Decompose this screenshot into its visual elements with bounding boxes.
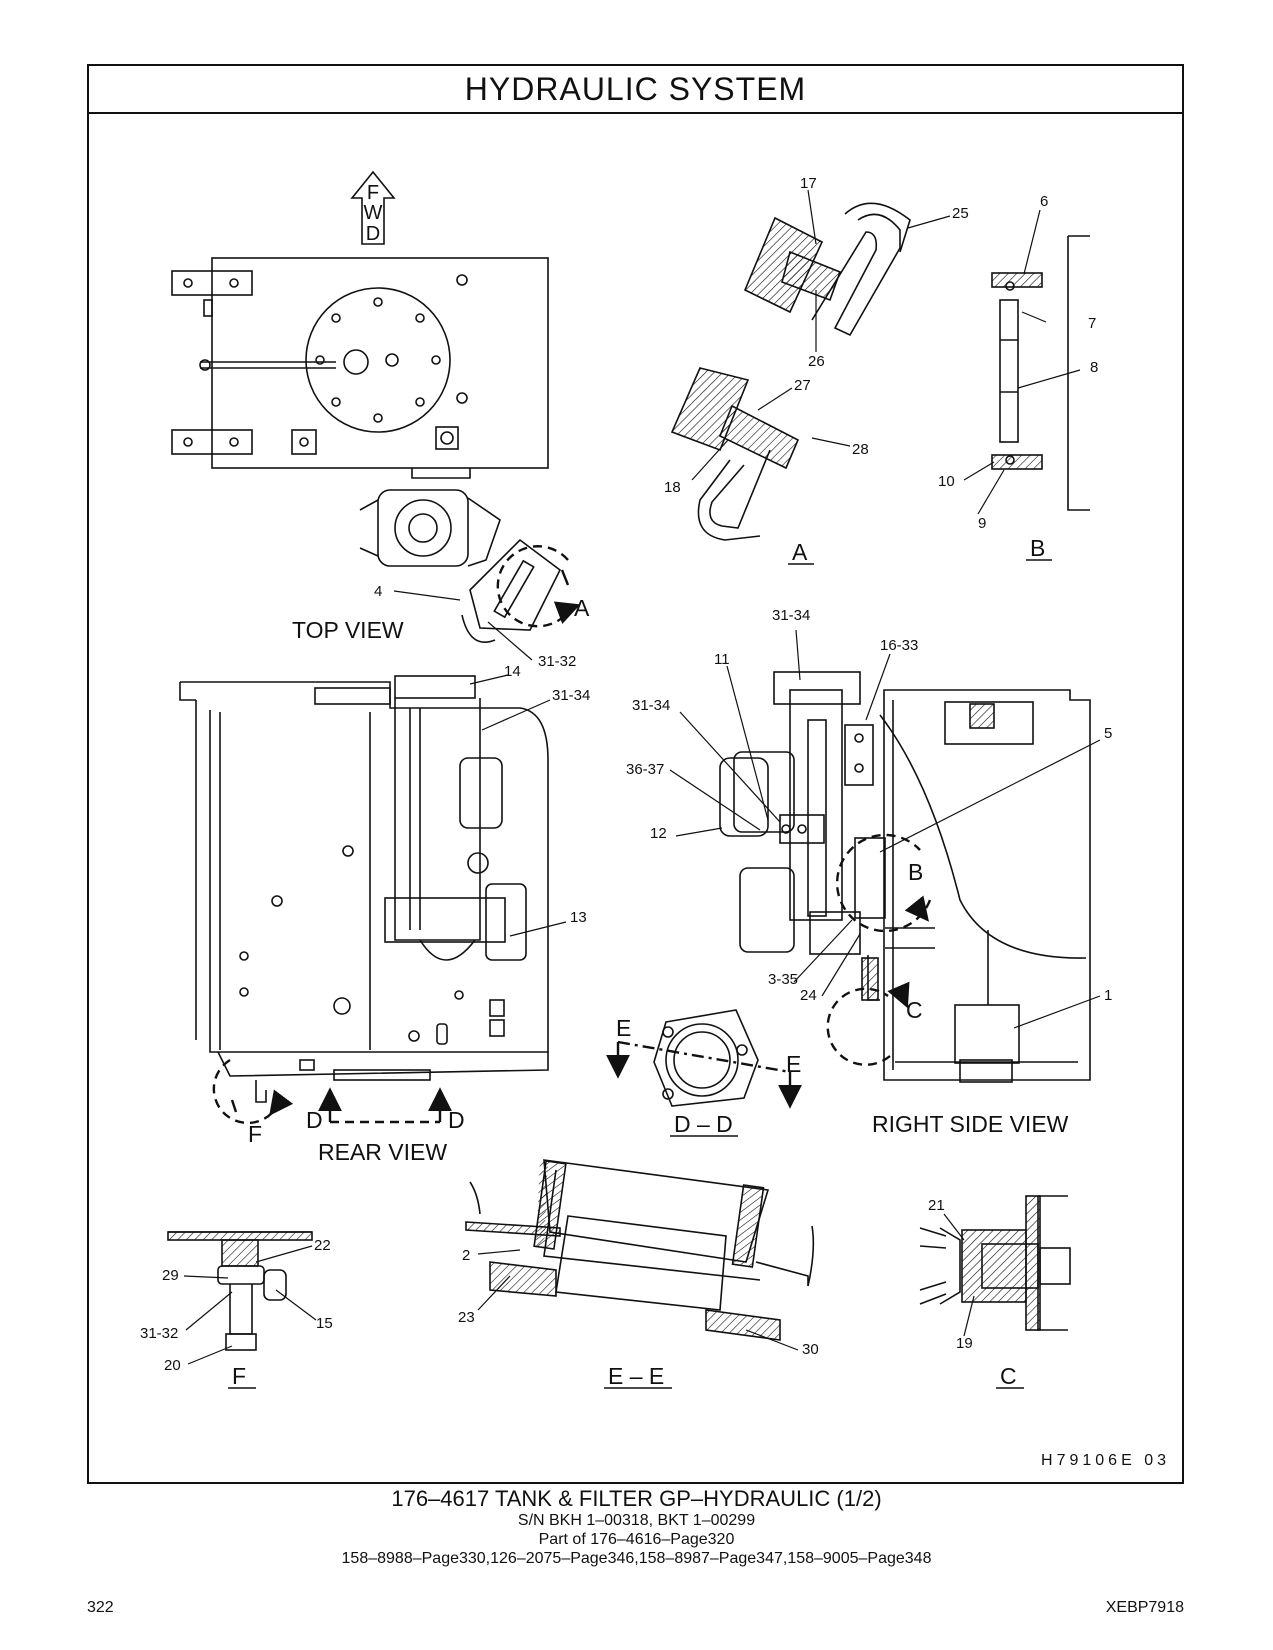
label-right-side-view: RIGHT SIDE VIEW bbox=[872, 1111, 1069, 1137]
callout-27: 27 bbox=[794, 377, 811, 394]
callout-28: 28 bbox=[852, 441, 869, 458]
marker-d1: D bbox=[306, 1107, 323, 1133]
callout-17: 17 bbox=[800, 175, 817, 192]
callout-1: 1 bbox=[1104, 987, 1112, 1004]
callout-24: 24 bbox=[800, 987, 817, 1004]
label-section-ee: E – E bbox=[608, 1363, 664, 1389]
callout-23: 23 bbox=[458, 1309, 475, 1326]
callout-22: 22 bbox=[314, 1237, 331, 1254]
marker-d2: D bbox=[448, 1107, 465, 1133]
label-top-view: TOP VIEW bbox=[292, 617, 404, 643]
callout-12: 12 bbox=[650, 825, 667, 842]
label-rear-view: REAR VIEW bbox=[318, 1139, 447, 1165]
callout-21: 21 bbox=[928, 1197, 945, 1214]
label-detail-a: A bbox=[792, 539, 808, 565]
page-number: 322 bbox=[87, 1599, 114, 1616]
callout-6: 6 bbox=[1040, 193, 1048, 210]
label-detail-c: C bbox=[1000, 1363, 1017, 1389]
callout-9: 9 bbox=[978, 515, 986, 532]
section-dd-drawing bbox=[653, 1009, 759, 1107]
right-side-view-drawing bbox=[719, 671, 1091, 1083]
marker-e2: E bbox=[786, 1051, 801, 1077]
fwd-letter-d: D bbox=[366, 223, 380, 245]
callout-4: 4 bbox=[374, 583, 382, 600]
fwd-arrow-icon bbox=[350, 170, 396, 245]
callout-8: 8 bbox=[1090, 359, 1098, 376]
callout-30: 30 bbox=[802, 1341, 819, 1358]
marker-a: A bbox=[574, 595, 590, 621]
fwd-letter-f: F bbox=[367, 182, 379, 204]
detail-b-drawing bbox=[991, 235, 1090, 511]
caption-serial: S/N BKH 1–00318, BKT 1–00299 bbox=[517, 1512, 756, 1529]
callout-31-32-f: 31-32 bbox=[140, 1325, 178, 1342]
callout-13: 13 bbox=[570, 909, 587, 926]
page-title: HYDRAULIC SYSTEM bbox=[89, 66, 1182, 114]
callout-10: 10 bbox=[938, 473, 955, 490]
marker-c: C bbox=[906, 997, 923, 1023]
callout-15: 15 bbox=[316, 1315, 333, 1332]
callout-16-33: 16-33 bbox=[880, 637, 918, 654]
callout-5: 5 bbox=[1104, 725, 1112, 742]
callout-26: 26 bbox=[808, 353, 825, 370]
callout-25: 25 bbox=[952, 205, 969, 222]
caption-part-of: Part of 176–4616–Page320 bbox=[538, 1531, 735, 1548]
rear-view-drawing bbox=[179, 675, 549, 1103]
label-detail-b: B bbox=[1030, 535, 1045, 561]
marker-e1: E bbox=[616, 1015, 631, 1041]
detail-a-circle bbox=[496, 545, 571, 628]
callout-20: 20 bbox=[164, 1357, 181, 1374]
callout-31-34-rear: 31-34 bbox=[552, 687, 590, 704]
top-view-drawing bbox=[171, 257, 562, 643]
drawing-frame: HYDRAULIC SYSTEM bbox=[87, 64, 1184, 1484]
detail-f-drawing bbox=[167, 1231, 313, 1351]
callout-18: 18 bbox=[664, 479, 681, 496]
callout-31-34-side: 31-34 bbox=[632, 697, 670, 714]
callout-3-35: 3-35 bbox=[768, 971, 798, 988]
figure-code: H79106E 03 bbox=[1041, 1452, 1170, 1469]
callout-7: 7 bbox=[1088, 315, 1096, 332]
callout-29: 29 bbox=[162, 1267, 179, 1284]
section-ee-drawing bbox=[465, 1159, 815, 1341]
caption-title: 176–4617 TANK & FILTER GP–HYDRAULIC (1/2… bbox=[391, 1486, 882, 1511]
label-section-dd: D – D bbox=[674, 1111, 733, 1137]
callout-14: 14 bbox=[504, 663, 521, 680]
marker-f: F bbox=[248, 1121, 262, 1147]
callout-19: 19 bbox=[956, 1335, 973, 1352]
view-underlines bbox=[228, 559, 1052, 1389]
view-label-group: TOP VIEW REAR VIEW RIGHT SIDE VIEW A B D… bbox=[232, 535, 1069, 1389]
caption-references: 158–8988–Page330,126–2075–Page346,158–89… bbox=[341, 1550, 932, 1567]
callout-31-34-side-top: 31-34 bbox=[772, 607, 810, 624]
document-id: XEBP7918 bbox=[1105, 1599, 1184, 1616]
callout-leader-lines bbox=[183, 189, 1101, 1365]
callout-11: 11 bbox=[714, 651, 730, 668]
callout-group: 17 25 26 27 28 18 6 7 8 10 9 4 31-32 14 … bbox=[140, 175, 1112, 1374]
callout-31-32-top: 31-32 bbox=[538, 653, 576, 670]
detail-c-drawing bbox=[919, 1195, 1071, 1331]
callout-36-37: 36-37 bbox=[626, 761, 664, 778]
label-detail-f: F bbox=[232, 1363, 246, 1389]
marker-b: B bbox=[908, 859, 923, 885]
detail-a-drawing bbox=[670, 202, 911, 541]
section-marker-group: A B C D D E E F bbox=[248, 595, 923, 1147]
fwd-letter-w: W bbox=[364, 202, 383, 224]
callout-2: 2 bbox=[462, 1247, 470, 1264]
